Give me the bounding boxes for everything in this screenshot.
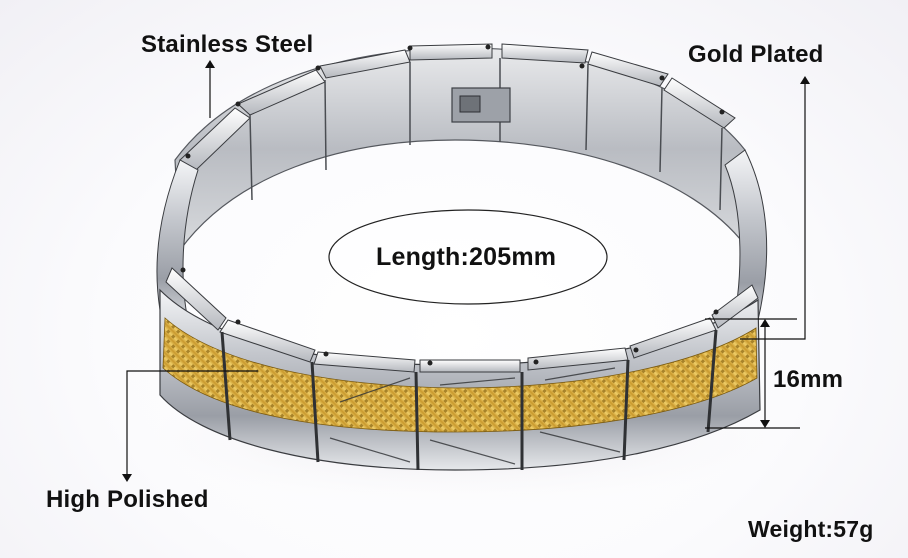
label-length: Length:205mm <box>376 243 557 271</box>
label-stainless-steel: Stainless Steel <box>141 31 314 58</box>
label-weight: Weight:57g <box>748 516 874 542</box>
label-high-polished: High Polished <box>46 486 209 513</box>
label-gold-plated: Gold Plated <box>688 41 824 68</box>
label-width: 16mm <box>773 366 844 393</box>
